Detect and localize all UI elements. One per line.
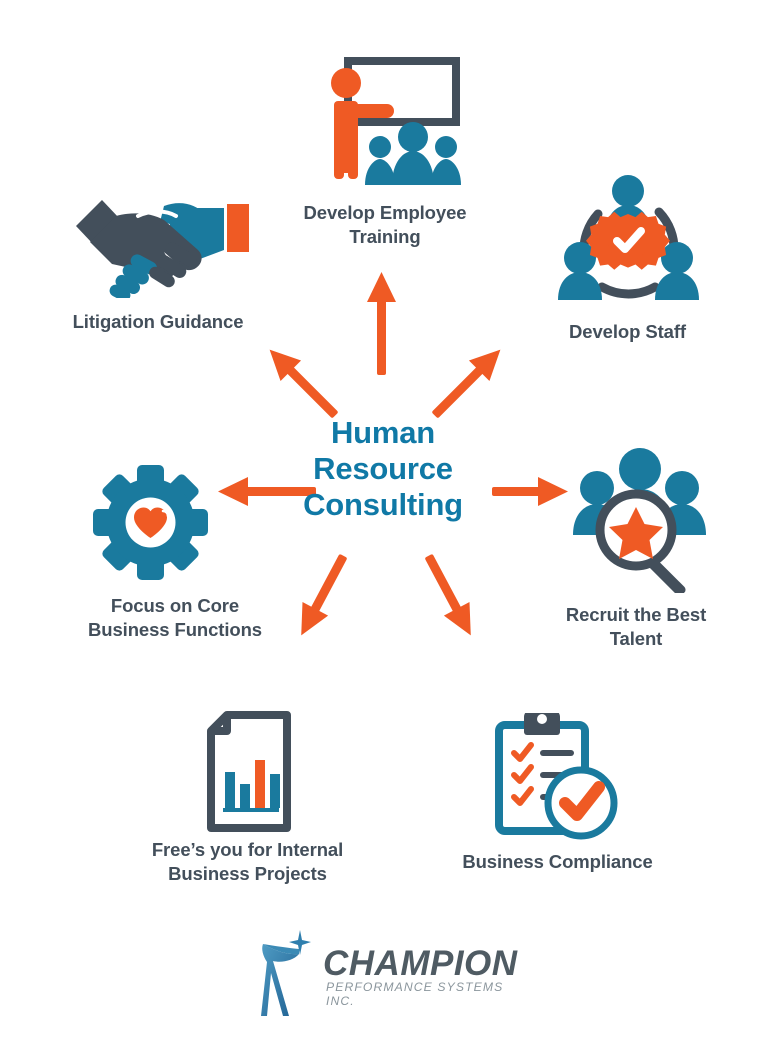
handshake-icon — [76, 200, 249, 298]
logo-tagline: PERFORMANCE SYSTEMS INC. — [326, 980, 504, 1008]
label-business-compliance-line-1: Business Compliance — [462, 851, 653, 872]
label-focus-on-core-business-functions: Focus on Core Business Functions — [40, 594, 310, 642]
staff-gear-network-icon — [558, 175, 699, 300]
label-develop-employee-training-line-1: Develop Employee — [303, 202, 467, 223]
label-litigation-guidance: Litigation Guidance — [8, 310, 308, 334]
arrow-up-left — [269, 349, 338, 418]
gear-heart-icon — [93, 465, 208, 580]
document-bar-chart-icon — [207, 711, 291, 832]
clipboard-check-icon — [495, 713, 618, 840]
company-logo: CHAMPION PERFORMANCE SYSTEMS INC. — [255, 928, 525, 1018]
center-title-line-3: Consulting — [303, 487, 463, 522]
center-title-line-2: Resource — [313, 451, 453, 486]
champion-figure-star-mark — [261, 930, 311, 1016]
label-litigation-guidance-line-1: Litigation Guidance — [72, 311, 244, 332]
arrow-down-right — [425, 554, 471, 636]
label-develop-staff-line-1: Develop Staff — [569, 321, 686, 342]
label-internal-line-2: Business Projects — [168, 863, 327, 884]
center-title: Human Resource Consulting — [283, 415, 483, 523]
label-develop-employee-training-line-2: Training — [349, 226, 421, 247]
center-title-line-1: Human — [330, 415, 436, 450]
label-internal-line-1: Free’s you for Internal — [151, 839, 344, 860]
label-frees-you-for-internal-business-projects: Free’s you for Internal Business Project… — [100, 838, 395, 886]
bar-chart-bars — [225, 760, 280, 808]
gear-check-icon — [586, 211, 670, 270]
label-recruit-the-best-talent: Recruit the Best Talent — [532, 603, 740, 651]
label-focus-line-1: Focus on Core — [110, 595, 240, 616]
arrow-up-right — [432, 349, 501, 418]
label-focus-line-2: Business Functions — [88, 619, 262, 640]
label-develop-employee-training: Develop Employee Training — [275, 201, 495, 249]
label-develop-staff: Develop Staff — [520, 320, 735, 344]
logo-name: CHAMPION — [323, 944, 518, 983]
arrow-right — [492, 477, 568, 506]
label-business-compliance: Business Compliance — [420, 850, 695, 874]
arrow-up — [367, 272, 396, 375]
label-recruit-the-best-talent-line-2: Talent — [609, 628, 663, 649]
magnifier-star-people-icon — [573, 448, 706, 593]
label-recruit-the-best-talent-line-1: Recruit the Best — [565, 604, 707, 625]
training-presentation-icon — [331, 57, 461, 185]
